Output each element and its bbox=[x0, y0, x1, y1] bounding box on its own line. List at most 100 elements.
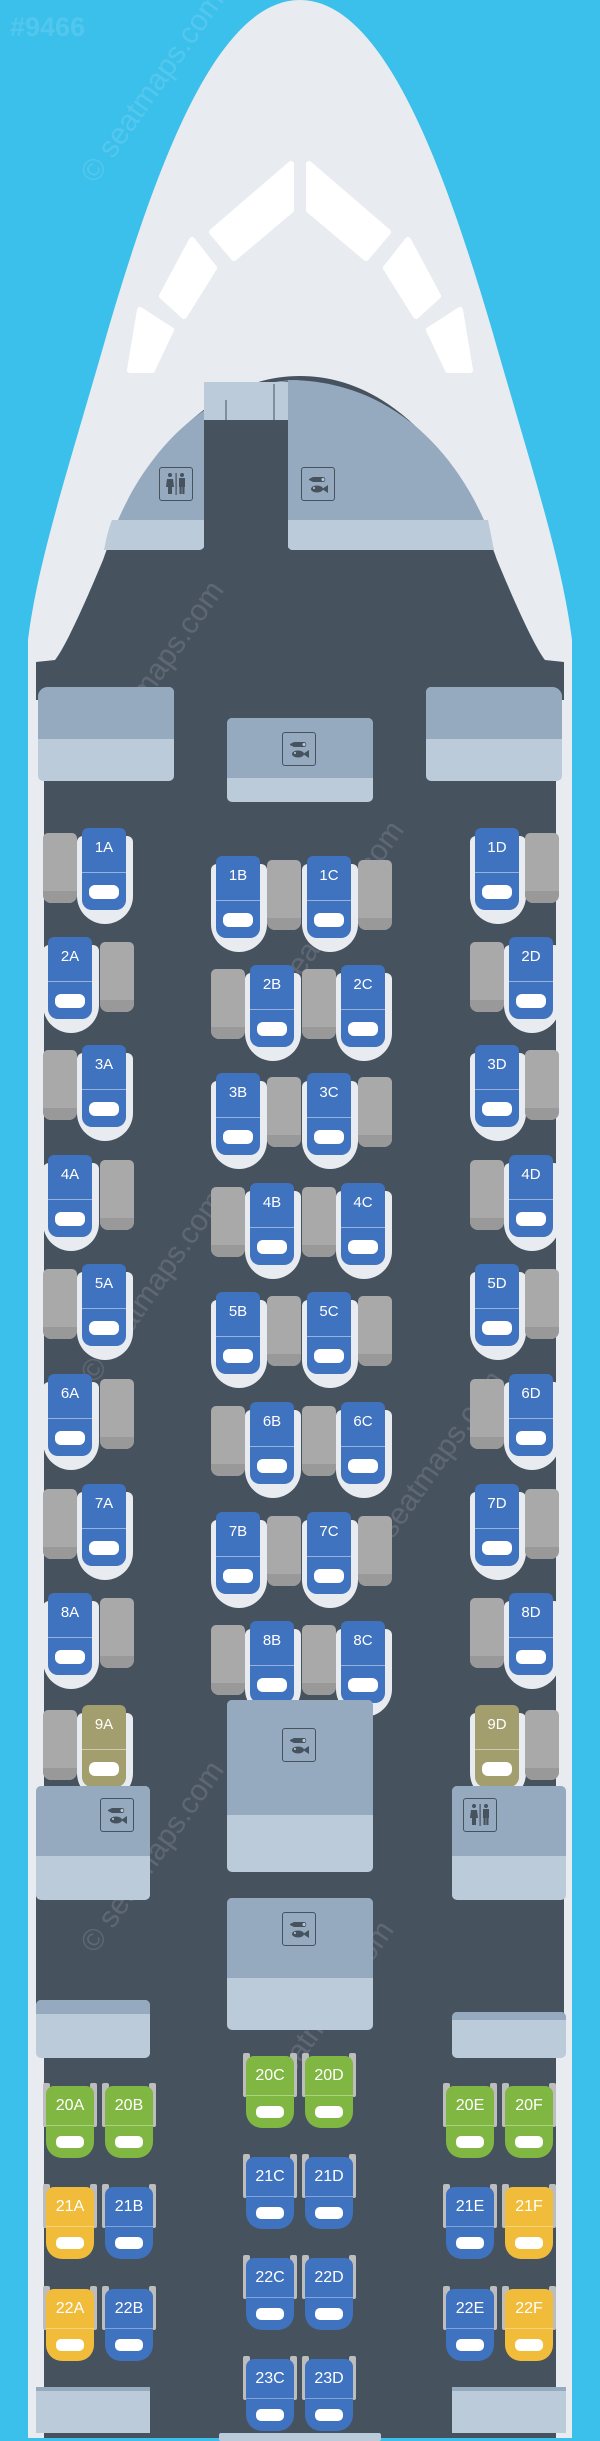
seat-23C[interactable]: 23C bbox=[243, 2356, 297, 2432]
lavatory-right bbox=[452, 1786, 566, 1900]
seat-divider bbox=[307, 900, 351, 901]
seat-2B[interactable]: 2B bbox=[245, 965, 301, 1061]
seat-divider bbox=[216, 1336, 260, 1337]
seat-cushion bbox=[55, 994, 85, 1008]
galley-icon bbox=[301, 467, 335, 501]
seat-cushion bbox=[516, 1431, 546, 1445]
seat-22E[interactable]: 22E bbox=[443, 2286, 497, 2362]
seat-7C[interactable]: 7C bbox=[302, 1512, 358, 1608]
seat-divider bbox=[446, 2125, 494, 2126]
seat-4B[interactable]: 4B bbox=[245, 1183, 301, 1279]
seat-divider bbox=[105, 2125, 153, 2126]
seat-22A[interactable]: 22A bbox=[43, 2286, 97, 2362]
seat-divider bbox=[509, 1199, 553, 1200]
seat-4A[interactable]: 4A bbox=[43, 1155, 99, 1251]
closet-left bbox=[38, 687, 174, 781]
seat-6B[interactable]: 6B bbox=[245, 1402, 301, 1498]
seat-7B[interactable]: 7B bbox=[211, 1512, 267, 1608]
seat-6A[interactable]: 6A bbox=[43, 1374, 99, 1470]
seat-cushion bbox=[257, 1022, 287, 1036]
seat-divider bbox=[105, 2328, 153, 2329]
rear-closet-right bbox=[452, 2387, 566, 2433]
seat-20F[interactable]: 20F bbox=[502, 2083, 556, 2159]
seat-4D[interactable]: 4D bbox=[504, 1155, 560, 1251]
ottoman bbox=[525, 1269, 559, 1339]
seat-divider bbox=[46, 2328, 94, 2329]
seat-label: 21B bbox=[114, 2198, 144, 2215]
seat-21B[interactable]: 21B bbox=[102, 2184, 156, 2260]
seat-7D[interactable]: 7D bbox=[470, 1484, 526, 1580]
seat-21C[interactable]: 21C bbox=[243, 2154, 297, 2230]
seat-1D[interactable]: 1D bbox=[470, 828, 526, 924]
seat-20A[interactable]: 20A bbox=[43, 2083, 97, 2159]
ottoman bbox=[525, 1050, 559, 1120]
galley-icon bbox=[282, 1912, 316, 1946]
seat-3D[interactable]: 3D bbox=[470, 1045, 526, 1141]
seat-20E[interactable]: 20E bbox=[443, 2083, 497, 2159]
seat-label: 7C bbox=[319, 1523, 339, 1540]
seat-divider bbox=[475, 1089, 519, 1090]
seat-label: 8C bbox=[353, 1632, 373, 1649]
seat-cushion bbox=[515, 2136, 543, 2148]
seat-2C[interactable]: 2C bbox=[336, 965, 392, 1061]
seat-3C[interactable]: 3C bbox=[302, 1073, 358, 1169]
seat-8A[interactable]: 8A bbox=[43, 1593, 99, 1689]
ottoman bbox=[43, 1710, 77, 1780]
closet-right bbox=[426, 687, 562, 781]
seat-cushion bbox=[482, 1102, 512, 1116]
seat-5A[interactable]: 5A bbox=[77, 1264, 133, 1360]
seat-label: 2A bbox=[60, 948, 80, 965]
ottoman bbox=[358, 860, 392, 930]
seat-label: 21D bbox=[314, 2168, 344, 2185]
seat-5B[interactable]: 5B bbox=[211, 1292, 267, 1388]
seat-cushion bbox=[315, 2207, 343, 2219]
seat-1B[interactable]: 1B bbox=[211, 856, 267, 952]
ottoman bbox=[43, 833, 77, 903]
seat-21F[interactable]: 21F bbox=[502, 2184, 556, 2260]
galley-monument bbox=[227, 1700, 373, 1872]
seat-cushion bbox=[315, 2409, 343, 2421]
seat-22D[interactable]: 22D bbox=[302, 2255, 356, 2331]
seat-label: 22A bbox=[55, 2300, 85, 2317]
seat-22B[interactable]: 22B bbox=[102, 2286, 156, 2362]
seat-20D[interactable]: 20D bbox=[302, 2053, 356, 2129]
seat-6C[interactable]: 6C bbox=[336, 1402, 392, 1498]
seat-label: 6C bbox=[353, 1413, 373, 1430]
seat-23D[interactable]: 23D bbox=[302, 2356, 356, 2432]
seat-cushion bbox=[456, 2237, 484, 2249]
seat-21D[interactable]: 21D bbox=[302, 2154, 356, 2230]
seat-cushion bbox=[55, 1431, 85, 1445]
seat-1A[interactable]: 1A bbox=[77, 828, 133, 924]
seat-3B[interactable]: 3B bbox=[211, 1073, 267, 1169]
ottoman bbox=[100, 1598, 134, 1668]
seat-5C[interactable]: 5C bbox=[302, 1292, 358, 1388]
seat-2A[interactable]: 2A bbox=[43, 937, 99, 1033]
seat-2D[interactable]: 2D bbox=[504, 937, 560, 1033]
seat-1C[interactable]: 1C bbox=[302, 856, 358, 952]
ottoman bbox=[470, 1160, 504, 1230]
seat-21E[interactable]: 21E bbox=[443, 2184, 497, 2260]
map-id: #9466 bbox=[10, 12, 86, 42]
seat-6D[interactable]: 6D bbox=[504, 1374, 560, 1470]
seat-label: 6B bbox=[262, 1413, 282, 1430]
seat-8D[interactable]: 8D bbox=[504, 1593, 560, 1689]
ottoman bbox=[100, 1160, 134, 1230]
seat-4C[interactable]: 4C bbox=[336, 1183, 392, 1279]
seat-cushion bbox=[89, 1541, 119, 1555]
seat-label: 7A bbox=[94, 1495, 114, 1512]
seat-cushion bbox=[482, 1762, 512, 1776]
ottoman bbox=[302, 969, 336, 1039]
seat-3A[interactable]: 3A bbox=[77, 1045, 133, 1141]
ottoman bbox=[470, 1379, 504, 1449]
seat-22F[interactable]: 22F bbox=[502, 2286, 556, 2362]
seat-20B[interactable]: 20B bbox=[102, 2083, 156, 2159]
seat-21A[interactable]: 21A bbox=[43, 2184, 97, 2260]
seat-22C[interactable]: 22C bbox=[243, 2255, 297, 2331]
seat-5D[interactable]: 5D bbox=[470, 1264, 526, 1360]
rear-galley bbox=[219, 2433, 381, 2441]
seat-divider bbox=[446, 2226, 494, 2227]
ottoman bbox=[211, 969, 245, 1039]
seat-7A[interactable]: 7A bbox=[77, 1484, 133, 1580]
seat-cushion bbox=[256, 2106, 284, 2118]
seat-20C[interactable]: 20C bbox=[243, 2053, 297, 2129]
